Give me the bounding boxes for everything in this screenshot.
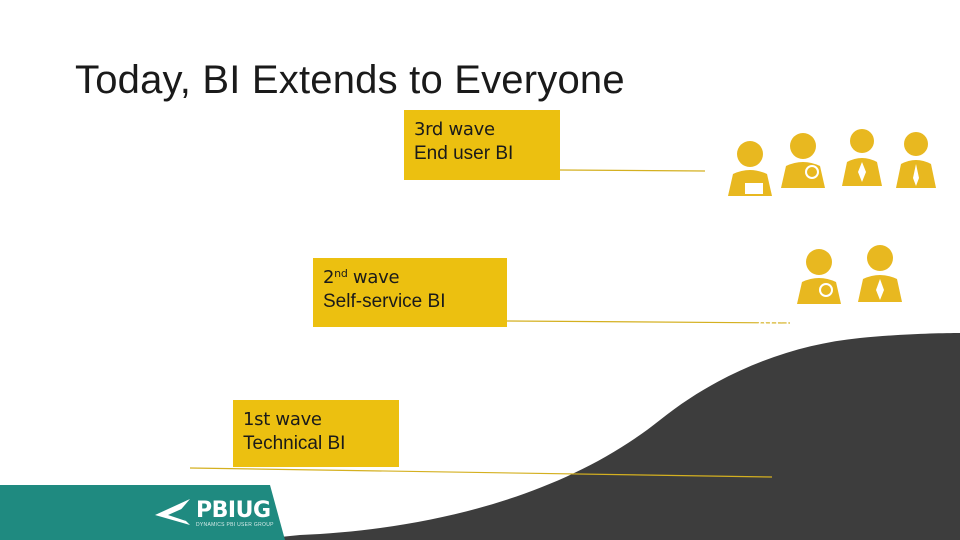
analyst-tie-icon xyxy=(858,245,902,302)
person-search-icon xyxy=(781,133,825,188)
logo-tagline: DYNAMICS PBI USER GROUP xyxy=(196,522,274,528)
analyst-group-icon xyxy=(797,245,902,304)
person-tie-icon xyxy=(842,129,882,186)
person-suit-icon xyxy=(896,132,936,188)
arrow-logo-icon xyxy=(155,499,190,525)
footer-logo-bar xyxy=(0,485,285,540)
wave-description: Self-service BI xyxy=(323,291,446,312)
wave-description: Technical BI xyxy=(243,433,346,454)
person-laptop-icon xyxy=(728,141,772,196)
second-wave-box: 2nd wave Self-service BI xyxy=(313,258,507,327)
wave-label: 3rd wave xyxy=(414,119,495,140)
analyst-to-end-user-label: Analyst to end user xyxy=(756,314,919,335)
end-user-group-icon xyxy=(728,129,936,196)
slide-title: Today, BI Extends to Everyone xyxy=(75,58,625,102)
wave-label: 2nd wave xyxy=(323,267,400,288)
wave-label: 1st wave xyxy=(243,409,322,430)
wave-description: End user BI xyxy=(414,143,514,164)
third-wave-box: 3rd wave End user BI xyxy=(404,110,560,180)
logo-wordmark: PBIUG xyxy=(196,498,271,523)
analyst-search-icon xyxy=(797,249,841,304)
first-wave-box: 1st wave Technical BI xyxy=(233,400,399,467)
